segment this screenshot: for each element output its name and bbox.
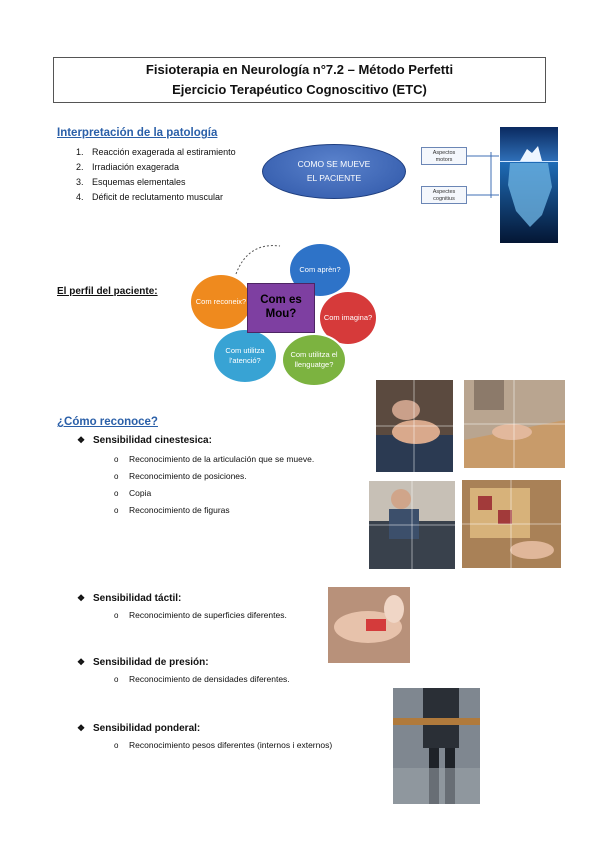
group-tactil-title: ❖Sensibilidad táctil: bbox=[77, 593, 182, 604]
list-item: 2.Irradiación exagerada bbox=[76, 162, 180, 172]
interpretacion-list: 1.Reacción exagerada al estiramiento 2.I… bbox=[76, 145, 266, 205]
circle-com-llenguatge: Com utilitza el llenguatge? bbox=[281, 333, 347, 387]
title-line-2: Ejercicio Terapéutico Cognoscitivo (ETC) bbox=[172, 82, 427, 97]
photo-patient-arm bbox=[369, 481, 455, 569]
circle-com-imagina: Com imagina? bbox=[318, 290, 378, 346]
photo-foot-surface bbox=[328, 587, 410, 663]
list-item: 4.Déficit de reclutamento muscular bbox=[76, 192, 224, 202]
iceberg-image bbox=[500, 127, 558, 243]
photo-figures-board bbox=[462, 480, 561, 568]
circle-com-atencio: Com utilitza l'atenció? bbox=[212, 328, 278, 384]
aspectos-motors-box: Aspectos motors bbox=[421, 147, 467, 165]
diamond-bullet-icon: ❖ bbox=[77, 593, 86, 603]
aspectes-cognitius-box: Aspectes cognitius bbox=[421, 186, 467, 204]
como-se-mueve-ellipse: COMO SE MUEVE EL PACIENTE bbox=[262, 144, 406, 199]
photo-foot-board bbox=[464, 380, 565, 468]
connector-lines bbox=[467, 152, 499, 198]
diamond-bullet-icon: ❖ bbox=[77, 657, 86, 667]
group-cinestesica-title: ❖Sensibilidad cinestesica: bbox=[77, 435, 212, 446]
group-presion-title: ❖Sensibilidad de presión: bbox=[77, 657, 209, 668]
circle-com-reconeix: Com reconeix? bbox=[189, 273, 253, 331]
title-box: Fisioterapia en Neurología n°7.2 – Métod… bbox=[53, 57, 546, 103]
photo-parallel-bars bbox=[393, 688, 480, 804]
group-ponderal-title: ❖Sensibilidad ponderal: bbox=[77, 723, 201, 734]
photo-hands-joint bbox=[376, 380, 453, 472]
interpretacion-heading: Interpretación de la patología bbox=[57, 127, 218, 139]
diamond-bullet-icon: ❖ bbox=[77, 723, 86, 733]
list-item: 1.Reacción exagerada al estiramiento bbox=[76, 147, 236, 157]
list-item: 3.Esquemas elementales bbox=[76, 177, 186, 187]
diamond-bullet-icon: ❖ bbox=[77, 435, 86, 445]
reconoce-heading: ¿Cómo reconoce? bbox=[57, 416, 158, 428]
title-line-1: Fisioterapia en Neurología n°7.2 – Métod… bbox=[145, 62, 454, 77]
perfil-heading: El perfil del paciente: bbox=[57, 286, 158, 297]
com-es-mou-box: Com es Mou? bbox=[247, 283, 315, 333]
cycle-dashed-arc bbox=[235, 245, 281, 275]
